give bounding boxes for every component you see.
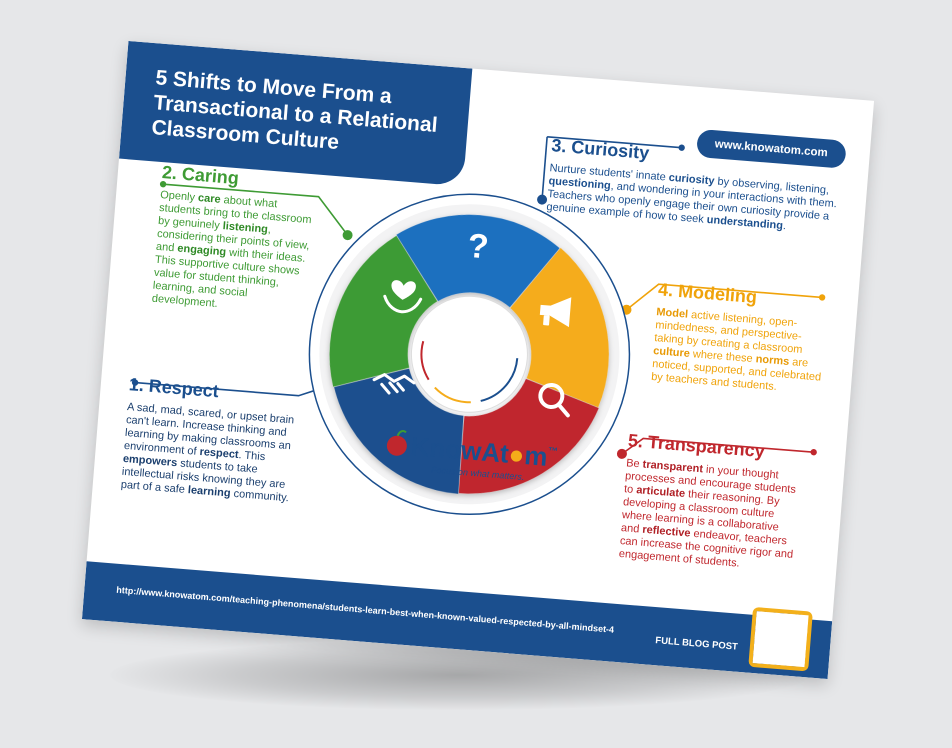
handshake-icon xyxy=(372,373,416,395)
infographic-sheet: 5 Shifts to Move From a Transactional to… xyxy=(81,40,875,680)
segment-curiosity[interactable] xyxy=(395,192,570,329)
section-transparency: 5. Transparency Be transparent in your t… xyxy=(618,430,804,575)
full-blog-post-label: FULL BLOG POST xyxy=(654,635,739,653)
modeling-text: Model active listening, open-mindedness,… xyxy=(650,306,822,394)
hub-ring-red xyxy=(420,305,519,404)
brand-name: KnowAt●m™ xyxy=(410,431,559,473)
hub-ring-blue xyxy=(420,305,519,404)
megaphone-icon xyxy=(539,297,572,328)
segment-caring[interactable] xyxy=(327,231,443,394)
wheel-hub xyxy=(410,295,528,413)
section-modeling: 4. Modeling Model active listening, open… xyxy=(651,279,829,397)
caring-text: Openly care about what students bring to… xyxy=(151,189,313,310)
segment-modeling[interactable] xyxy=(478,244,647,431)
qr-code-icon[interactable] xyxy=(748,606,813,672)
respect-text: A sad, mad, scared, or upset brain can't… xyxy=(120,401,295,505)
page-title: 5 Shifts to Move From a Transactional to… xyxy=(150,66,439,155)
segment-respect[interactable] xyxy=(312,345,495,500)
section-respect: 1. Respect A sad, mad, scared, or upset … xyxy=(120,374,299,505)
heart-hands-icon xyxy=(383,280,423,314)
knowatom-logo: KnowAt●m™ Focus on what matters. xyxy=(386,430,559,482)
magnifier-icon xyxy=(538,382,570,418)
apple-logo-icon xyxy=(386,435,407,456)
section-caring: 2. Caring Openly care about what student… xyxy=(151,162,322,318)
footer-link[interactable]: http://www.knowatom.com/teaching-phenome… xyxy=(116,584,615,635)
shifts-wheel: ? KnowAt●m™ Focus on what matters. xyxy=(308,192,647,516)
transparency-text: Be transparent in your thought processes… xyxy=(618,457,797,570)
hub-ring-yellow xyxy=(420,305,519,404)
question-mark-icon: ? xyxy=(466,227,490,267)
